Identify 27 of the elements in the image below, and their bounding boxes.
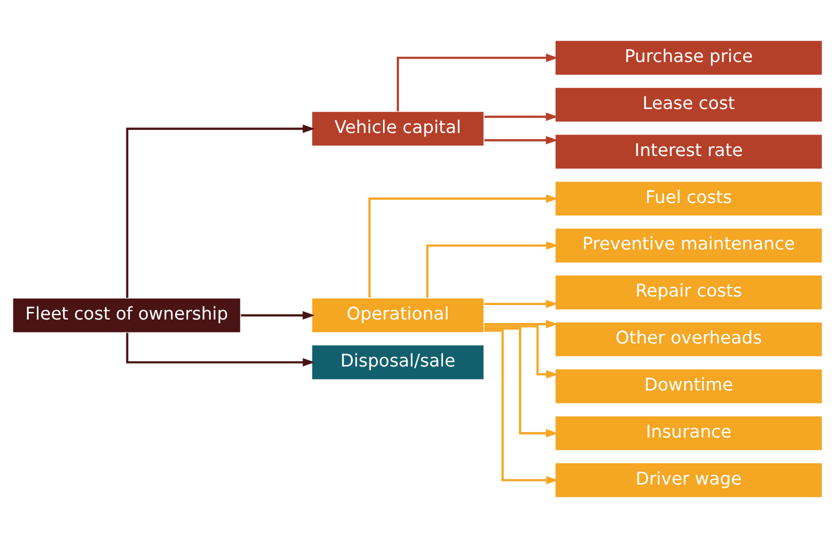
node-box: Purchase price xyxy=(554,39,823,76)
arrow xyxy=(126,332,315,366)
arrow xyxy=(126,124,315,298)
node-box: Interest rate xyxy=(554,133,823,170)
arrow xyxy=(484,112,558,120)
arrow xyxy=(426,240,558,298)
node-box: Driver wage xyxy=(554,462,823,498)
node-box: Preventive maintenance xyxy=(554,227,823,264)
arrow xyxy=(484,136,558,144)
node-box: Insurance xyxy=(554,414,823,451)
node-box: Operational xyxy=(311,296,485,333)
arrow xyxy=(368,194,558,298)
node-box: Lease cost xyxy=(554,86,823,122)
node-box: Fuel costs xyxy=(554,180,823,216)
node-box: Fleet cost of ownership xyxy=(12,296,242,333)
arrow xyxy=(484,329,558,484)
node-box: Other overheads xyxy=(554,320,823,357)
node-box: Repair costs xyxy=(554,274,823,310)
arrow xyxy=(396,53,558,111)
node-box: Downtime xyxy=(554,368,823,404)
arrow xyxy=(484,326,558,437)
arrow xyxy=(484,324,558,378)
arrow xyxy=(484,319,558,328)
arrow xyxy=(484,299,558,308)
node-box: Disposal/sale xyxy=(311,344,485,380)
arrow xyxy=(240,310,315,320)
node-box: Vehicle capital xyxy=(311,110,485,146)
